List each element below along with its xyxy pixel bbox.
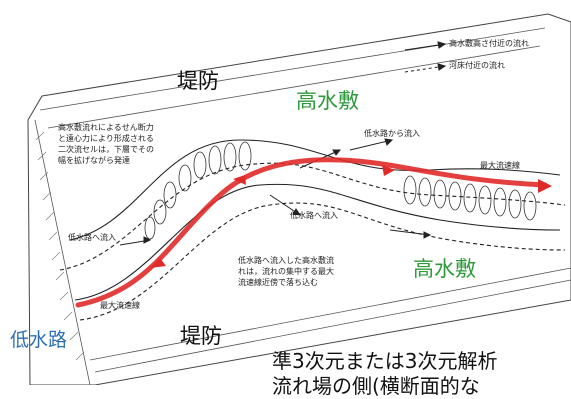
floodplain-label-top: 高水敷 xyxy=(296,89,359,113)
max-velocity-label-right: 最大流速線 xyxy=(480,161,520,170)
channel-boundaries xyxy=(59,139,566,321)
floodplain-label-right: 高水敷 xyxy=(413,257,476,281)
shear-note: 高水敷流れによるせん断力 と遠心力により形成される 二次流セルは，下層でその 幅… xyxy=(58,123,154,165)
flow-arrows xyxy=(119,138,432,246)
to-low-channel-note-mid: 低水路へ流入 xyxy=(290,211,338,220)
legend-bed-flow: 河床付近の流れ xyxy=(449,61,505,70)
max-velocity-label-left: 最大流速線 xyxy=(100,301,140,310)
max-velocity-arrows xyxy=(150,165,552,268)
secondary-flow-spirals xyxy=(144,141,537,240)
river-flow-diagram xyxy=(27,13,571,385)
levee-label-bottom: 堤防 xyxy=(180,324,222,348)
inflow-from-low-note: 低水路から流入 xyxy=(364,129,420,138)
levee-hatching xyxy=(34,27,571,385)
legend-lines xyxy=(404,41,447,73)
legend-high-flow: 高水敷高さ付近の流れ xyxy=(449,39,529,48)
low-channel-label: 低水路 xyxy=(10,329,68,351)
levee-label-top: 堤防 xyxy=(177,69,219,93)
drop-note: 低水路へ流入した高水敷流 れは，流れの集中する最大 流速線近傍で落ち込む xyxy=(238,256,334,287)
to-low-channel-note-left: 低水路へ流入 xyxy=(68,233,116,242)
bottom-text-line1: 準3次元または3次元解析 xyxy=(272,349,498,373)
diagram-paper xyxy=(27,13,571,385)
